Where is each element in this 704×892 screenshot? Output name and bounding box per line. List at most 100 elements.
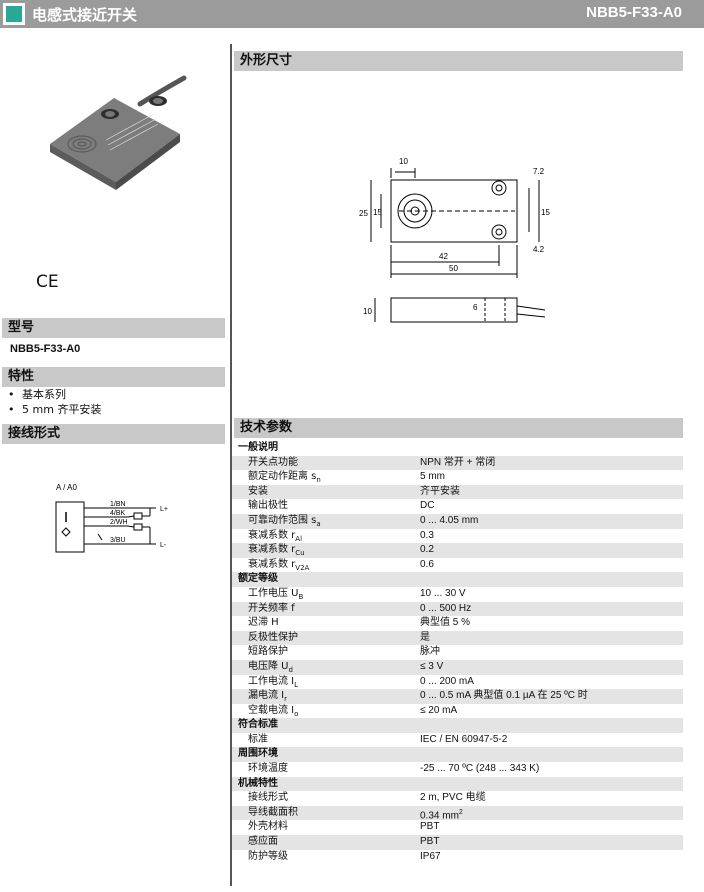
table-row: 开关点功能 NPN 常开 + 常闭 — [232, 455, 683, 471]
row-label: 电压降 Ud — [248, 660, 293, 674]
table-row: 衰减系数 rAl 0.3 — [232, 529, 683, 544]
table-group-row: 额定等级 — [232, 572, 683, 587]
row-label: 符合标准 — [238, 719, 278, 731]
table-row: 安装齐平安装 — [232, 484, 683, 500]
row-label: 漏电流 Ir — [248, 690, 288, 704]
row-label: 感应面 — [248, 836, 278, 848]
dim-top-7-2: 7.2 — [533, 167, 545, 176]
row-value: IEC / EN 60947-5-2 — [420, 733, 508, 745]
row-label-subscript: d — [288, 665, 293, 674]
lplus-label: L+ — [160, 506, 168, 513]
dim-side-10: 10 — [363, 307, 372, 316]
row-value-superscript: 2 — [458, 808, 463, 816]
row-value: 脉冲 — [420, 646, 440, 658]
table-row: 迟滞 H 典型值 5 % — [232, 616, 683, 631]
row-value: ≤ 3 V — [420, 660, 444, 672]
feature-item: 基本系列 — [8, 387, 101, 402]
row-label: 工作电流 IL — [248, 675, 299, 689]
row-label: 一般说明 — [238, 442, 278, 453]
dim-width-10: 10 — [399, 157, 408, 166]
table-row: 空载电流 Io ≤ 20 mA — [232, 704, 683, 719]
column-divider — [230, 44, 232, 886]
row-value: 0 ... 0.5 mA 典型值 0.1 µA 在 25 ºC 时 — [420, 690, 588, 702]
row-label-subscript: B — [298, 592, 304, 601]
pin-2-label: 2/WH — [110, 519, 128, 526]
row-label: 开关频率 f — [248, 602, 295, 614]
table-group-row: 一般说明 — [232, 441, 683, 456]
row-label: 衰减系数 rCu — [248, 544, 305, 558]
row-label: 工作电压 UB — [248, 587, 304, 601]
row-value: 0.6 — [420, 558, 434, 570]
header-bar: 电感式接近开关 NBB5-F33-A0 — [0, 0, 704, 28]
row-label: 额定动作距离 sn — [248, 471, 321, 485]
table-group-row: 符合标准 — [232, 718, 683, 733]
table-row: 开关频率 f 0 ... 500 Hz — [232, 601, 683, 617]
row-value: 0.2 — [420, 544, 434, 556]
row-label: 反极性保护 — [248, 631, 298, 643]
features-list: 基本系列 5 mm 齐平安装 — [8, 387, 101, 417]
row-label: 防护等级 — [248, 850, 288, 862]
type-value: NBB5-F33-A0 — [10, 343, 81, 355]
table-row: 额定动作距离 sn 5 mm — [232, 470, 683, 485]
row-value: 0 ... 500 Hz — [420, 602, 472, 614]
product-photo — [50, 75, 187, 190]
wiring-diagram: A / A0 1/BN 4/BK 2/WH 3/BU L+ L- — [55, 483, 168, 553]
row-label: 导线截面积 — [248, 806, 298, 818]
row-label: 空载电流 Io — [248, 704, 299, 718]
row-value: NPN 常开 + 常闭 — [420, 456, 496, 468]
row-label-subscript: a — [316, 519, 321, 528]
row-value: PBT — [420, 821, 440, 833]
row-label: 衰减系数 rAl — [248, 529, 303, 543]
dim-height-25: 25 — [359, 209, 368, 218]
row-value: 0.34 mm2 — [420, 808, 463, 822]
row-value: 0.3 — [420, 529, 434, 541]
row-value: 10 ... 30 V — [420, 587, 466, 599]
pin-3-label: 3/BU — [110, 537, 126, 544]
table-group-row: 机械特性 — [232, 776, 683, 792]
table-row: 短路保护 脉冲 — [232, 645, 683, 660]
row-label: 环境温度 — [248, 763, 288, 775]
row-label-subscript: r — [284, 695, 288, 704]
table-group-row: 周围环境 — [232, 747, 683, 763]
row-label-subscript: Al — [295, 534, 303, 543]
row-value: -25 ... 70 ºC (248 ... 343 K) — [420, 763, 540, 775]
table-row: 漏电流 Ir 0 ... 0.5 mA 典型值 0.1 µA 在 25 ºC 时 — [232, 689, 683, 704]
dim-side-6: 6 — [473, 303, 478, 312]
row-value: 5 mm — [420, 471, 445, 483]
features-heading: 特性 — [2, 367, 225, 387]
type-heading: 型号 — [2, 318, 225, 338]
row-label: 短路保护 — [248, 646, 288, 658]
row-value: 是 — [420, 631, 430, 643]
pin-4-label: 4/BK — [110, 510, 126, 517]
row-label: 迟滞 H — [248, 617, 279, 629]
table-row: 环境温度 -25 ... 70 ºC (248 ... 343 K) — [232, 762, 683, 777]
row-value: 典型值 5 % — [420, 617, 471, 629]
row-label: 开关点功能 — [248, 456, 298, 468]
dimension-drawing: 10 25 15 15 7.2 4.2 42 50 10 6 — [359, 157, 550, 323]
row-value: 齐平安装 — [420, 485, 460, 497]
ce-mark: CE — [36, 272, 59, 292]
pin-1-label: 1/BN — [110, 501, 126, 508]
row-label: 衰减系数 rV2A — [248, 558, 310, 572]
dim-length-42: 42 — [439, 252, 448, 261]
dim-height-15b: 15 — [541, 208, 550, 217]
row-label-subscript: V2A — [295, 563, 310, 572]
tech-heading: 技术参数 — [234, 418, 683, 438]
row-value: ≤ 20 mA — [420, 704, 458, 716]
wiring-title: A / A0 — [56, 483, 77, 492]
row-label: 可靠动作范围 sa — [248, 514, 321, 528]
dim-height-15a: 15 — [373, 208, 382, 217]
table-row: 电压降 Ud ≤ 3 V — [232, 659, 683, 675]
row-label-subscript: L — [294, 680, 299, 689]
dim-length-50: 50 — [449, 264, 458, 273]
dim-bottom-4-2: 4.2 — [533, 245, 545, 254]
